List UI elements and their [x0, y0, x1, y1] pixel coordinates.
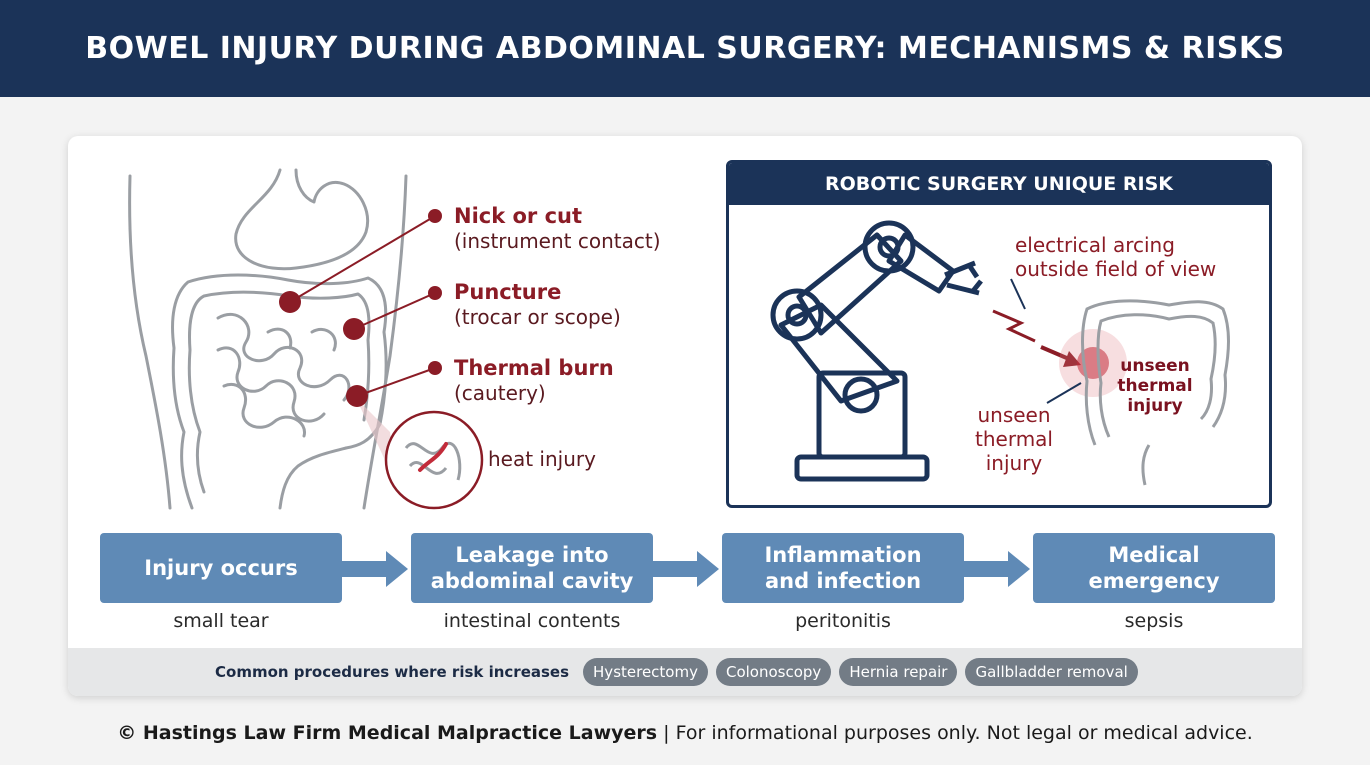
flow-step-emergency-line1: Medical: [1108, 543, 1200, 567]
arcing-arrow-shaft: [1040, 345, 1070, 361]
flow-step-leakage-line2: abdominal cavity: [430, 569, 634, 593]
callout-burn-subtitle: (cautery): [454, 381, 546, 405]
arcing-leader-line: [1010, 278, 1026, 310]
callout-puncture: Puncture (trocar or scope): [454, 279, 621, 330]
callout-burn: Thermal burn (cautery): [454, 355, 614, 406]
torso-right-outline: [362, 174, 408, 510]
robotic-risk-panel: ROBOTIC SURGERY UNIQUE RISK: [726, 160, 1272, 508]
firm-name: © Hastings Law Firm Medical Malpractice …: [117, 722, 658, 744]
flow-step-injury-sub: small tear: [173, 610, 269, 632]
flow-arrow-icon: [653, 551, 719, 587]
callout-nick: Nick or cut (instrument contact): [454, 203, 661, 254]
flow-step-injury-line1: Injury occurs: [144, 556, 298, 580]
arcing-bolt-icon: [992, 309, 1036, 343]
robot-base: [794, 454, 930, 482]
outer-label-line3: injury: [985, 451, 1043, 475]
robot-elbow-joint: [862, 220, 916, 274]
arcing-label-line2: outside field of view: [1015, 257, 1217, 281]
arcing-label: electrical arcing outside field of view: [1015, 233, 1216, 281]
procedure-tag: Gallbladder removal: [965, 658, 1138, 686]
inner-label-line1: unseen: [1120, 356, 1190, 376]
flow-step-emergency-line2: emergency: [1088, 569, 1220, 593]
arcing-arrow-head: [1063, 351, 1081, 367]
rectum-outline: [278, 446, 348, 510]
flow-step-inflammation-sub: peritonitis: [795, 610, 891, 632]
torso-left-outline: [128, 174, 172, 510]
robot-shoulder-joint: [770, 288, 824, 342]
stomach-outline: [234, 168, 369, 271]
robot-base-joint: [842, 376, 880, 414]
procedure-tag: Colonoscopy: [715, 658, 832, 686]
outer-label-line1: unseen: [977, 403, 1051, 427]
unseen-leader-line: [1046, 382, 1082, 404]
robot-gripper: [944, 260, 983, 296]
flow-step-leakage-line1: Leakage into: [455, 543, 609, 567]
robot-colon-tail: [1141, 444, 1151, 486]
puncture-callout-dot: [428, 286, 442, 300]
robot-upper-arm: [796, 232, 904, 336]
robot-column: [816, 370, 908, 460]
procedures-lead: Common procedures where risk increases: [215, 663, 570, 681]
abdomen-illustration: [128, 168, 484, 510]
page-header: BOWEL INJURY DURING ABDOMINAL SURGERY: M…: [0, 0, 1370, 97]
colon-outline: [171, 273, 388, 510]
procedures-bar: Common procedures where risk increases H…: [68, 648, 1302, 696]
unseen-injury-outer-label: unseen thermal injury: [965, 403, 1063, 475]
infographic-card: Nick or cut (instrument contact) Punctur…: [68, 136, 1302, 696]
flow-step-inflammation-line2: and infection: [764, 569, 922, 593]
procedure-tag: Hernia repair: [839, 658, 958, 686]
puncture-marker: [343, 318, 365, 340]
copyright-notice: © Hastings Law Firm Medical Malpractice …: [0, 722, 1370, 744]
flow-arrow-icon: [964, 551, 1030, 587]
callout-nick-subtitle: (instrument contact): [454, 229, 661, 253]
small-intestine-loops: [216, 312, 351, 438]
flow-step-emergency-sub: sepsis: [1124, 610, 1184, 632]
callout-puncture-subtitle: (trocar or scope): [454, 305, 621, 329]
callout-nick-title: Nick or cut: [454, 204, 583, 228]
puncture-leader-line: [353, 292, 436, 330]
unseen-injury-inner-label: unseen thermal injury: [1105, 356, 1205, 416]
flow-step-inflammation-line1: Inflammation: [764, 543, 922, 567]
inner-label-line3: injury: [1127, 396, 1183, 416]
robot-shoulder-inner: [785, 303, 809, 327]
flow-step-injury-label: Injury occurs: [144, 555, 297, 581]
callout-puncture-title: Puncture: [454, 280, 562, 304]
colon-inner-outline: [187, 290, 371, 494]
flow-arrow-icon: [342, 551, 408, 587]
heat-burn-mark: [418, 442, 448, 472]
nick-leader-line: [289, 215, 436, 303]
outer-label-line2: thermal: [975, 427, 1053, 451]
burn-marker: [346, 385, 368, 407]
burn-leader-line: [356, 367, 436, 397]
arcing-label-line1: electrical arcing: [1015, 233, 1175, 257]
heat-injury-label: heat injury: [488, 447, 596, 471]
robot-colon-inner: [1096, 313, 1217, 438]
nick-callout-dot: [428, 209, 442, 223]
inner-label-line2: thermal: [1117, 376, 1193, 396]
nick-marker: [279, 291, 301, 313]
robot-forearm: [886, 232, 956, 294]
page-title: BOWEL INJURY DURING ABDOMINAL SURGERY: M…: [85, 31, 1285, 66]
flow-step-leakage-sub: intestinal contents: [443, 610, 621, 632]
callout-burn-title: Thermal burn: [454, 356, 614, 380]
burn-callout-dot: [428, 361, 442, 375]
procedure-tag: Hysterectomy: [583, 658, 708, 686]
robot-colon-outline: [1081, 299, 1230, 446]
flow-step-injury: Injury occurs: [100, 533, 342, 603]
robotic-panel-header: ROBOTIC SURGERY UNIQUE RISK: [729, 163, 1269, 205]
robotic-panel-title: ROBOTIC SURGERY UNIQUE RISK: [825, 173, 1173, 195]
disclaimer: | For informational purposes only. Not l…: [657, 722, 1253, 744]
robot-illustration: [770, 220, 1230, 486]
